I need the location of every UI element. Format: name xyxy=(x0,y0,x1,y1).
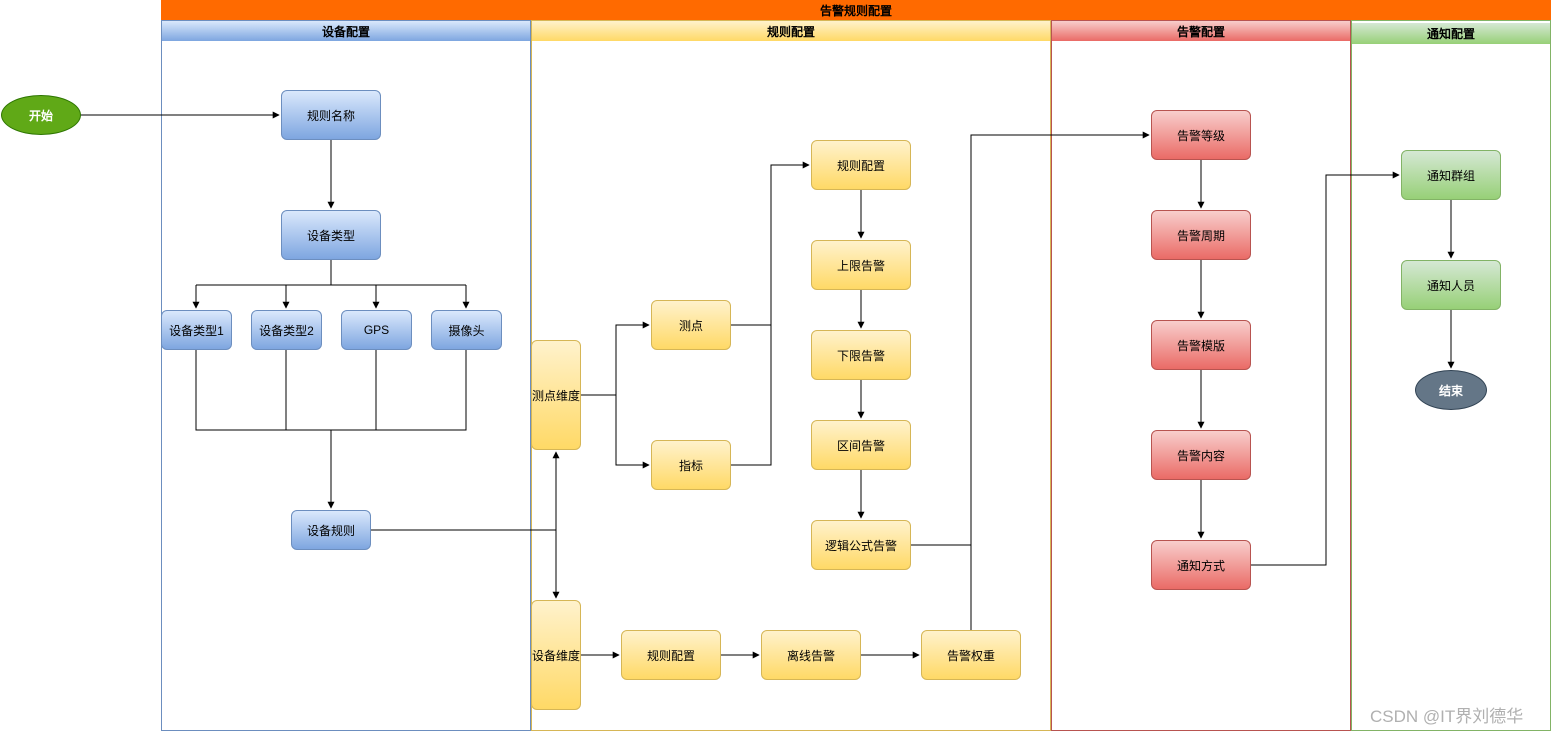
alarm-cycle-node[interactable]: 告警周期 xyxy=(1151,210,1251,260)
lane-alarm-config-header: 告警配置 xyxy=(1052,21,1350,41)
indicator-node[interactable]: 指标 xyxy=(651,440,731,490)
camera-node[interactable]: 摄像头 xyxy=(431,310,502,350)
device-dimension-node[interactable]: 设备维度 xyxy=(531,600,581,710)
device-type-2-node[interactable]: 设备类型2 xyxy=(251,310,322,350)
offline-alarm-node[interactable]: 离线告警 xyxy=(761,630,861,680)
alarm-level-node[interactable]: 告警等级 xyxy=(1151,110,1251,160)
gps-node[interactable]: GPS xyxy=(341,310,412,350)
lane-rule-config: 规则配置 xyxy=(531,20,1051,731)
notify-group-node[interactable]: 通知群组 xyxy=(1401,150,1501,200)
device-rule-node[interactable]: 设备规则 xyxy=(291,510,371,550)
rule-config-bottom-node[interactable]: 规则配置 xyxy=(621,630,721,680)
device-type-node[interactable]: 设备类型 xyxy=(281,210,381,260)
alarm-content-node[interactable]: 告警内容 xyxy=(1151,430,1251,480)
rule-name-node[interactable]: 规则名称 xyxy=(281,90,381,140)
alarm-weight-node[interactable]: 告警权重 xyxy=(921,630,1021,680)
lane-rule-config-header: 规则配置 xyxy=(532,21,1050,41)
device-type-1-node[interactable]: 设备类型1 xyxy=(161,310,232,350)
notify-method-node[interactable]: 通知方式 xyxy=(1151,540,1251,590)
start-node[interactable]: 开始 xyxy=(1,95,81,135)
end-node[interactable]: 结束 xyxy=(1415,370,1487,410)
lane-notify-config-header: 通知配置 xyxy=(1352,23,1550,44)
alarm-template-node[interactable]: 告警模版 xyxy=(1151,320,1251,370)
diagram-title: 告警规则配置 xyxy=(161,0,1551,20)
notify-person-node[interactable]: 通知人员 xyxy=(1401,260,1501,310)
point-node[interactable]: 测点 xyxy=(651,300,731,350)
logic-formula-alarm-node[interactable]: 逻辑公式告警 xyxy=(811,520,911,570)
lane-device-config-header: 设备配置 xyxy=(162,21,530,41)
rule-config-top-node[interactable]: 规则配置 xyxy=(811,140,911,190)
watermark: CSDN @IT界刘德华 xyxy=(1370,707,1524,726)
lower-limit-alarm-node[interactable]: 下限告警 xyxy=(811,330,911,380)
point-dimension-node[interactable]: 测点维度 xyxy=(531,340,581,450)
range-alarm-node[interactable]: 区间告警 xyxy=(811,420,911,470)
upper-limit-alarm-node[interactable]: 上限告警 xyxy=(811,240,911,290)
